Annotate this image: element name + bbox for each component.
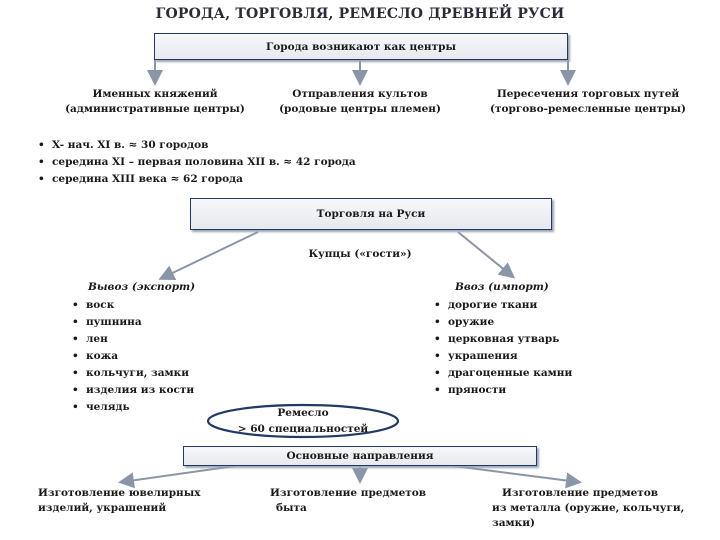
branch-trade-routes-line1: Пересечения торговых путей: [496, 88, 680, 100]
directions-box: Основные направления: [183, 446, 537, 466]
arrow-to-import: [457, 231, 516, 279]
direction-jewelry: Изготовление ювелирных изделий, украшени…: [38, 486, 201, 516]
direction-household: Изготовление предметов быта: [270, 486, 426, 516]
list-item: драгоценные камни: [434, 365, 572, 382]
list-item: середина XI – первая половина XII в. ≈ 4…: [38, 154, 356, 171]
direction-household-line1: Изготовление предметов: [270, 487, 427, 499]
direction-metal-line3: замки): [492, 517, 535, 529]
branch-cult: Отправления культов (родовые центры плем…: [242, 87, 478, 117]
craft-label: Ремесло > 60 специальностей: [210, 405, 396, 437]
list-item: дорогие ткани: [434, 297, 572, 314]
branch-cult-line1: Отправления культов: [292, 88, 428, 100]
directions-box-label: Основные направления: [286, 450, 434, 462]
list-item: X- нач. XI в. ≈ 30 городов: [38, 137, 356, 154]
trade-box: Торговля на Руси: [190, 198, 552, 230]
merchants-label: Купцы («гости»): [308, 248, 412, 260]
arrow-to-export: [158, 231, 259, 281]
arrow-to-metal: [453, 465, 582, 489]
branch-trade-routes-line2: (торгово-ремесленные центры): [490, 103, 686, 115]
direction-jewelry-line1: Изготовление ювелирных: [38, 487, 201, 499]
list-item: челядь: [72, 399, 194, 416]
direction-metal-line2: из металла (оружие, кольчуги,: [492, 502, 685, 514]
list-item: оружие: [434, 314, 572, 331]
list-item: кольчуги, замки: [72, 365, 194, 382]
list-item: кожа: [72, 348, 194, 365]
import-heading: Ввоз (импорт): [455, 281, 549, 293]
page-title: ГОРОДА, ТОРГОВЛЯ, РЕМЕСЛО ДРЕВНЕЙ РУСИ: [155, 6, 565, 22]
list-item: середина XIII века ≈ 62 города: [38, 171, 356, 188]
direction-jewelry-line2: изделий, украшений: [38, 502, 167, 514]
import-list: дорогие ткани оружие церковная утварь ук…: [434, 297, 572, 399]
list-item: лен: [72, 331, 194, 348]
cities-box: Города возникают как центры: [154, 33, 568, 60]
craft-ellipse: [206, 403, 400, 439]
list-item: пушнина: [72, 314, 194, 331]
cities-box-label: Города возникают как центры: [266, 40, 456, 53]
craft-label-line2: > 60 специальностей: [237, 423, 369, 435]
craft-label-line1: Ремесло: [277, 407, 329, 419]
direction-metal-line1: Изготовление предметов: [502, 487, 659, 499]
export-heading: Вывоз (экспорт): [88, 281, 196, 293]
branch-trade-routes: Пересечения торговых путей (торгово-реме…: [470, 87, 706, 117]
branch-princely-line1: Именных княжений: [92, 88, 218, 100]
list-item: пряности: [434, 382, 572, 399]
city-counts-list: X- нач. XI в. ≈ 30 городов середина XI –…: [38, 137, 356, 188]
list-item: воск: [72, 297, 194, 314]
branch-princely: Именных княжений (административные центр…: [20, 87, 290, 117]
direction-metal: Изготовление предметов из металла (оружи…: [492, 486, 684, 531]
list-item: украшения: [434, 348, 572, 365]
direction-household-line2: быта: [276, 502, 307, 514]
branch-cult-line2: (родовые центры племен): [279, 103, 441, 115]
list-item: изделия из кости: [72, 382, 194, 399]
list-item: церковная утварь: [434, 331, 572, 348]
arrow-to-jewelry: [118, 465, 236, 489]
branch-princely-line2: (административные центры): [65, 103, 245, 115]
export-list: воск пушнина лен кожа кольчуги, замки из…: [72, 297, 194, 416]
trade-box-label: Торговля на Руси: [316, 208, 426, 220]
